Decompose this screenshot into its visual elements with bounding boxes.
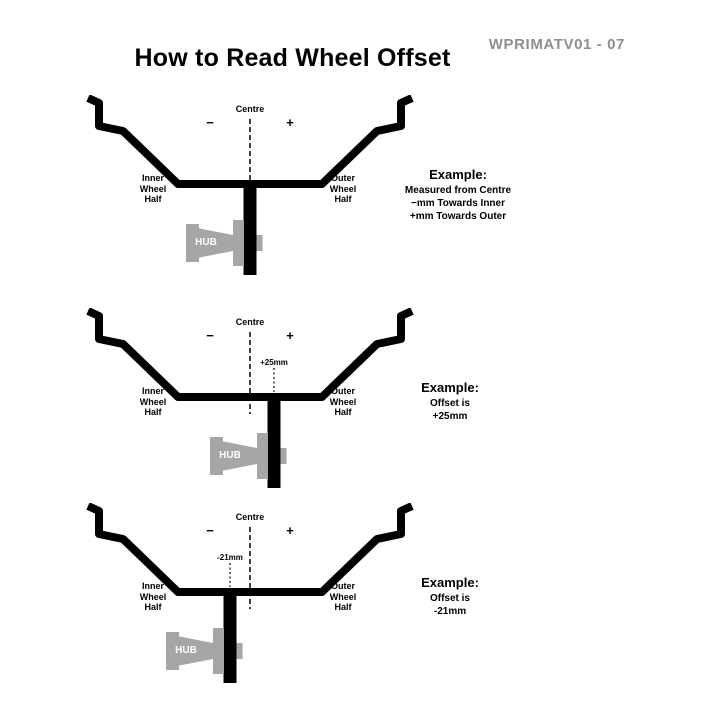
hub-cone <box>221 441 257 471</box>
mounting-plate-bar <box>267 393 281 488</box>
outer-label-line: Wheel <box>329 591 357 602</box>
diagram-positive-offset: Centre − + +25mm Inner Wheel Half Outer … <box>85 308 665 513</box>
wheel-profile-path <box>86 308 414 401</box>
minus-marker: − <box>206 115 214 130</box>
inner-label-line: Wheel <box>139 591 167 602</box>
offset-value-label: +25mm <box>260 358 288 367</box>
example-line: -21mm <box>433 606 467 617</box>
outer-wheel-half-label: Outer Wheel Half <box>313 173 373 205</box>
example-line: Offset is <box>429 398 470 409</box>
diagram-negative-offset: Centre − + -21mm Inner Wheel Half Outer … <box>85 503 665 708</box>
outer-label-line: Outer <box>330 581 355 591</box>
example-line: +mm Towards Outer <box>409 211 507 222</box>
example-heading: Example: <box>429 167 487 182</box>
hub-shape <box>166 628 243 674</box>
example-block: Example: Measured from Centre −mm Toward… <box>378 167 538 223</box>
outer-wheel-half-label: Outer Wheel Half <box>313 386 373 418</box>
example-block: Example: Offset is +25mm <box>370 380 530 423</box>
centre-label: Centre <box>235 104 265 114</box>
outer-label-line: Half <box>334 407 352 417</box>
inner-wheel-half-label: Inner Wheel Half <box>123 173 183 205</box>
minus-marker: − <box>206 523 214 538</box>
mounting-plate-bar <box>243 180 257 275</box>
example-line: Measured from Centre <box>404 185 512 196</box>
plus-marker: + <box>286 115 294 130</box>
wheel-profile-path <box>86 503 414 596</box>
hub-stub <box>280 448 287 464</box>
page-title: How to Read Wheel Offset <box>134 44 451 72</box>
inner-label-line: Half <box>144 602 162 612</box>
hub-plate <box>213 628 224 674</box>
plus-marker: + <box>286 523 294 538</box>
inner-label-line: Inner <box>141 173 164 183</box>
inner-label-line: Inner <box>141 581 164 591</box>
example-block: Example: Offset is -21mm <box>370 575 530 618</box>
outer-label-line: Wheel <box>329 396 357 407</box>
centre-label: Centre <box>235 317 265 327</box>
outer-label-line: Outer <box>330 386 355 396</box>
inner-wheel-half-label: Inner Wheel Half <box>123 386 183 418</box>
wheel-cross-section <box>86 95 414 275</box>
outer-label-line: Wheel <box>329 183 357 194</box>
wheel-cross-section <box>86 503 414 683</box>
hub-label: HUB <box>195 237 217 248</box>
inner-label-line: Wheel <box>139 183 167 194</box>
example-line: Offset is <box>429 593 470 604</box>
hub-label: HUB <box>219 450 241 461</box>
inner-wheel-half-label: Inner Wheel Half <box>123 581 183 613</box>
example-heading: Example: <box>421 575 479 590</box>
diagram-offset-key: Centre − + Inner Wheel Half Outer Wheel … <box>85 95 665 300</box>
inner-label-line: Half <box>144 194 162 204</box>
hub-plate <box>257 433 268 479</box>
example-heading: Example: <box>421 380 479 395</box>
inner-label-line: Wheel <box>139 396 167 407</box>
offset-value-label: -21mm <box>217 553 243 562</box>
mounting-plate-bar <box>223 588 237 683</box>
hub-shape <box>186 220 263 266</box>
hub-stub <box>236 643 243 659</box>
outer-label-line: Half <box>334 602 352 612</box>
part-number: WPRIMATV01 - 07 <box>488 36 625 53</box>
inner-label-line: Inner <box>141 386 164 396</box>
hub-cone <box>177 636 213 666</box>
hub-label: HUB <box>175 645 197 656</box>
inner-label-line: Half <box>144 407 162 417</box>
outer-label-line: Outer <box>330 173 355 183</box>
wheel-cross-section <box>86 308 414 488</box>
example-line: −mm Towards Inner <box>410 198 505 209</box>
minus-marker: − <box>206 328 214 343</box>
hub-cone <box>197 228 233 258</box>
outer-wheel-half-label: Outer Wheel Half <box>313 581 373 613</box>
plus-marker: + <box>286 328 294 343</box>
hub-plate <box>233 220 244 266</box>
hub-stub <box>256 235 263 251</box>
example-line: +25mm <box>432 411 468 422</box>
hub-flange <box>186 224 199 262</box>
centre-label: Centre <box>235 512 265 522</box>
hub-flange <box>166 632 179 670</box>
hub-flange <box>210 437 223 475</box>
outer-label-line: Half <box>334 194 352 204</box>
hub-shape <box>210 433 287 479</box>
